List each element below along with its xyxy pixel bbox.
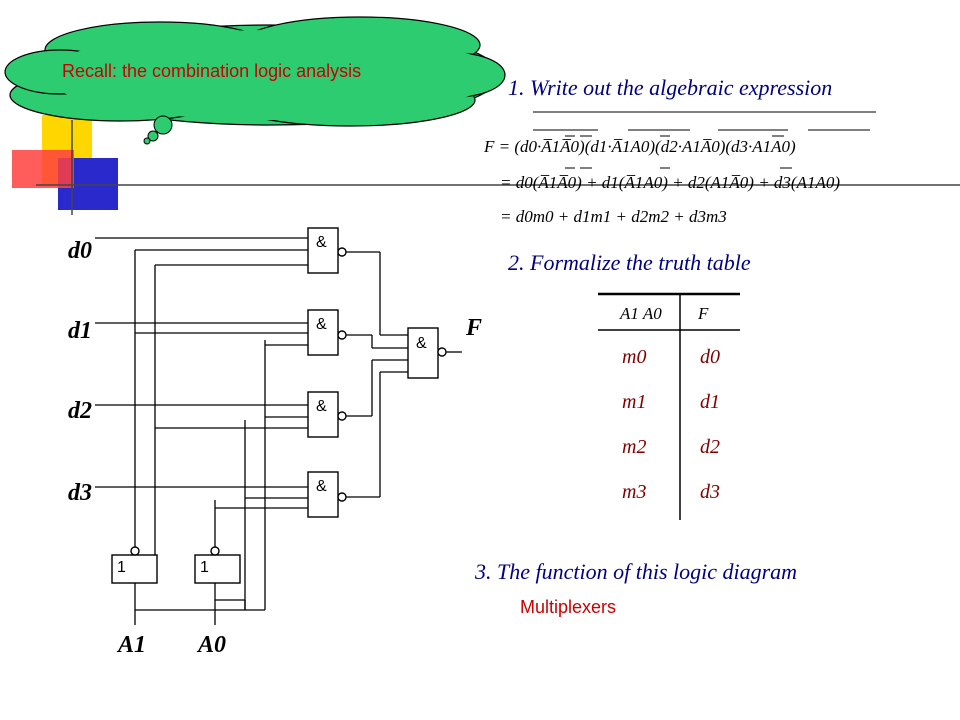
equation-block: F = (d0·A̅1A̅0)(d1·A̅1A0)(d2·A1A̅0)(d3·A…	[483, 111, 876, 226]
red-block	[12, 150, 74, 188]
gate-inverter-bubble	[437, 347, 447, 357]
gate-inverter-bubble	[337, 492, 347, 502]
inverter-symbol: 1	[117, 559, 126, 576]
table-cell: m1	[622, 391, 646, 413]
step-2-heading: 2. Formalize the truth table	[508, 250, 751, 275]
nand-gate-2	[307, 391, 339, 438]
input-label-d2: d2	[68, 398, 92, 424]
truth-table: A1 A0 F m0 d0 m1 d1 m2 d2 m3 d3	[598, 292, 740, 520]
gate-inverter-bubble	[337, 247, 347, 257]
decorative-blocks	[12, 115, 960, 215]
nand-gate-3	[307, 471, 339, 518]
inverter-bubble	[130, 546, 140, 556]
table-cell: m0	[622, 346, 646, 368]
select-label-a0: A0	[196, 632, 226, 658]
table-cell: d1	[700, 391, 720, 413]
logic-diagram: d0 d1 d2 d3 A1 A0 F & &	[68, 227, 482, 658]
table-cell: m2	[622, 436, 646, 458]
gate-symbol: &	[316, 398, 327, 415]
nand-gate-1	[307, 309, 339, 356]
table-cell: d3	[700, 481, 720, 503]
nand-gate-0	[307, 227, 339, 274]
step-1-heading: 1. Write out the algebraic expression	[508, 75, 832, 100]
recall-cloud: Recall: the combination logic analysis	[4, 16, 506, 145]
table-cell: m3	[622, 481, 646, 503]
inverter-a0	[194, 554, 241, 584]
answer-text: Multiplexers	[520, 597, 616, 617]
gate-symbol: &	[316, 234, 327, 251]
output-label-f: F	[465, 315, 482, 341]
gate-symbol: &	[316, 316, 327, 333]
table-cell: d2	[700, 436, 720, 458]
table-cell: d0	[700, 346, 720, 368]
recall-note: Recall: the combination logic analysis	[62, 61, 361, 81]
output-nand-gate	[407, 327, 439, 379]
equation-line-1: F = (d0·A̅1A̅0)(d1·A̅1A0)(d2·A1A̅0)(d3·A…	[483, 137, 796, 156]
gate-symbol: &	[416, 335, 427, 352]
table-header-output: F	[697, 304, 709, 323]
table-header-select: A1 A0	[619, 304, 662, 323]
input-label-d3: d3	[68, 480, 92, 506]
inverter-symbol: 1	[200, 559, 209, 576]
gate-inverter-bubble	[337, 330, 347, 340]
inverter-bubble	[210, 546, 220, 556]
step-3-heading: 3. The function of this logic diagram	[474, 559, 797, 584]
equation-line-3: = d0m0 + d1m1 + d2m2 + d3m3	[500, 207, 727, 226]
select-label-a1: A1	[116, 632, 146, 658]
equation-line-2: = d0(A̅1A̅0) + d1(A̅1A0) + d2(A1A̅0) + d…	[500, 173, 840, 192]
input-label-d0: d0	[68, 238, 92, 264]
input-label-d1: d1	[68, 318, 92, 344]
gate-inverter-bubble	[337, 411, 347, 421]
gate-symbol: &	[316, 478, 327, 495]
